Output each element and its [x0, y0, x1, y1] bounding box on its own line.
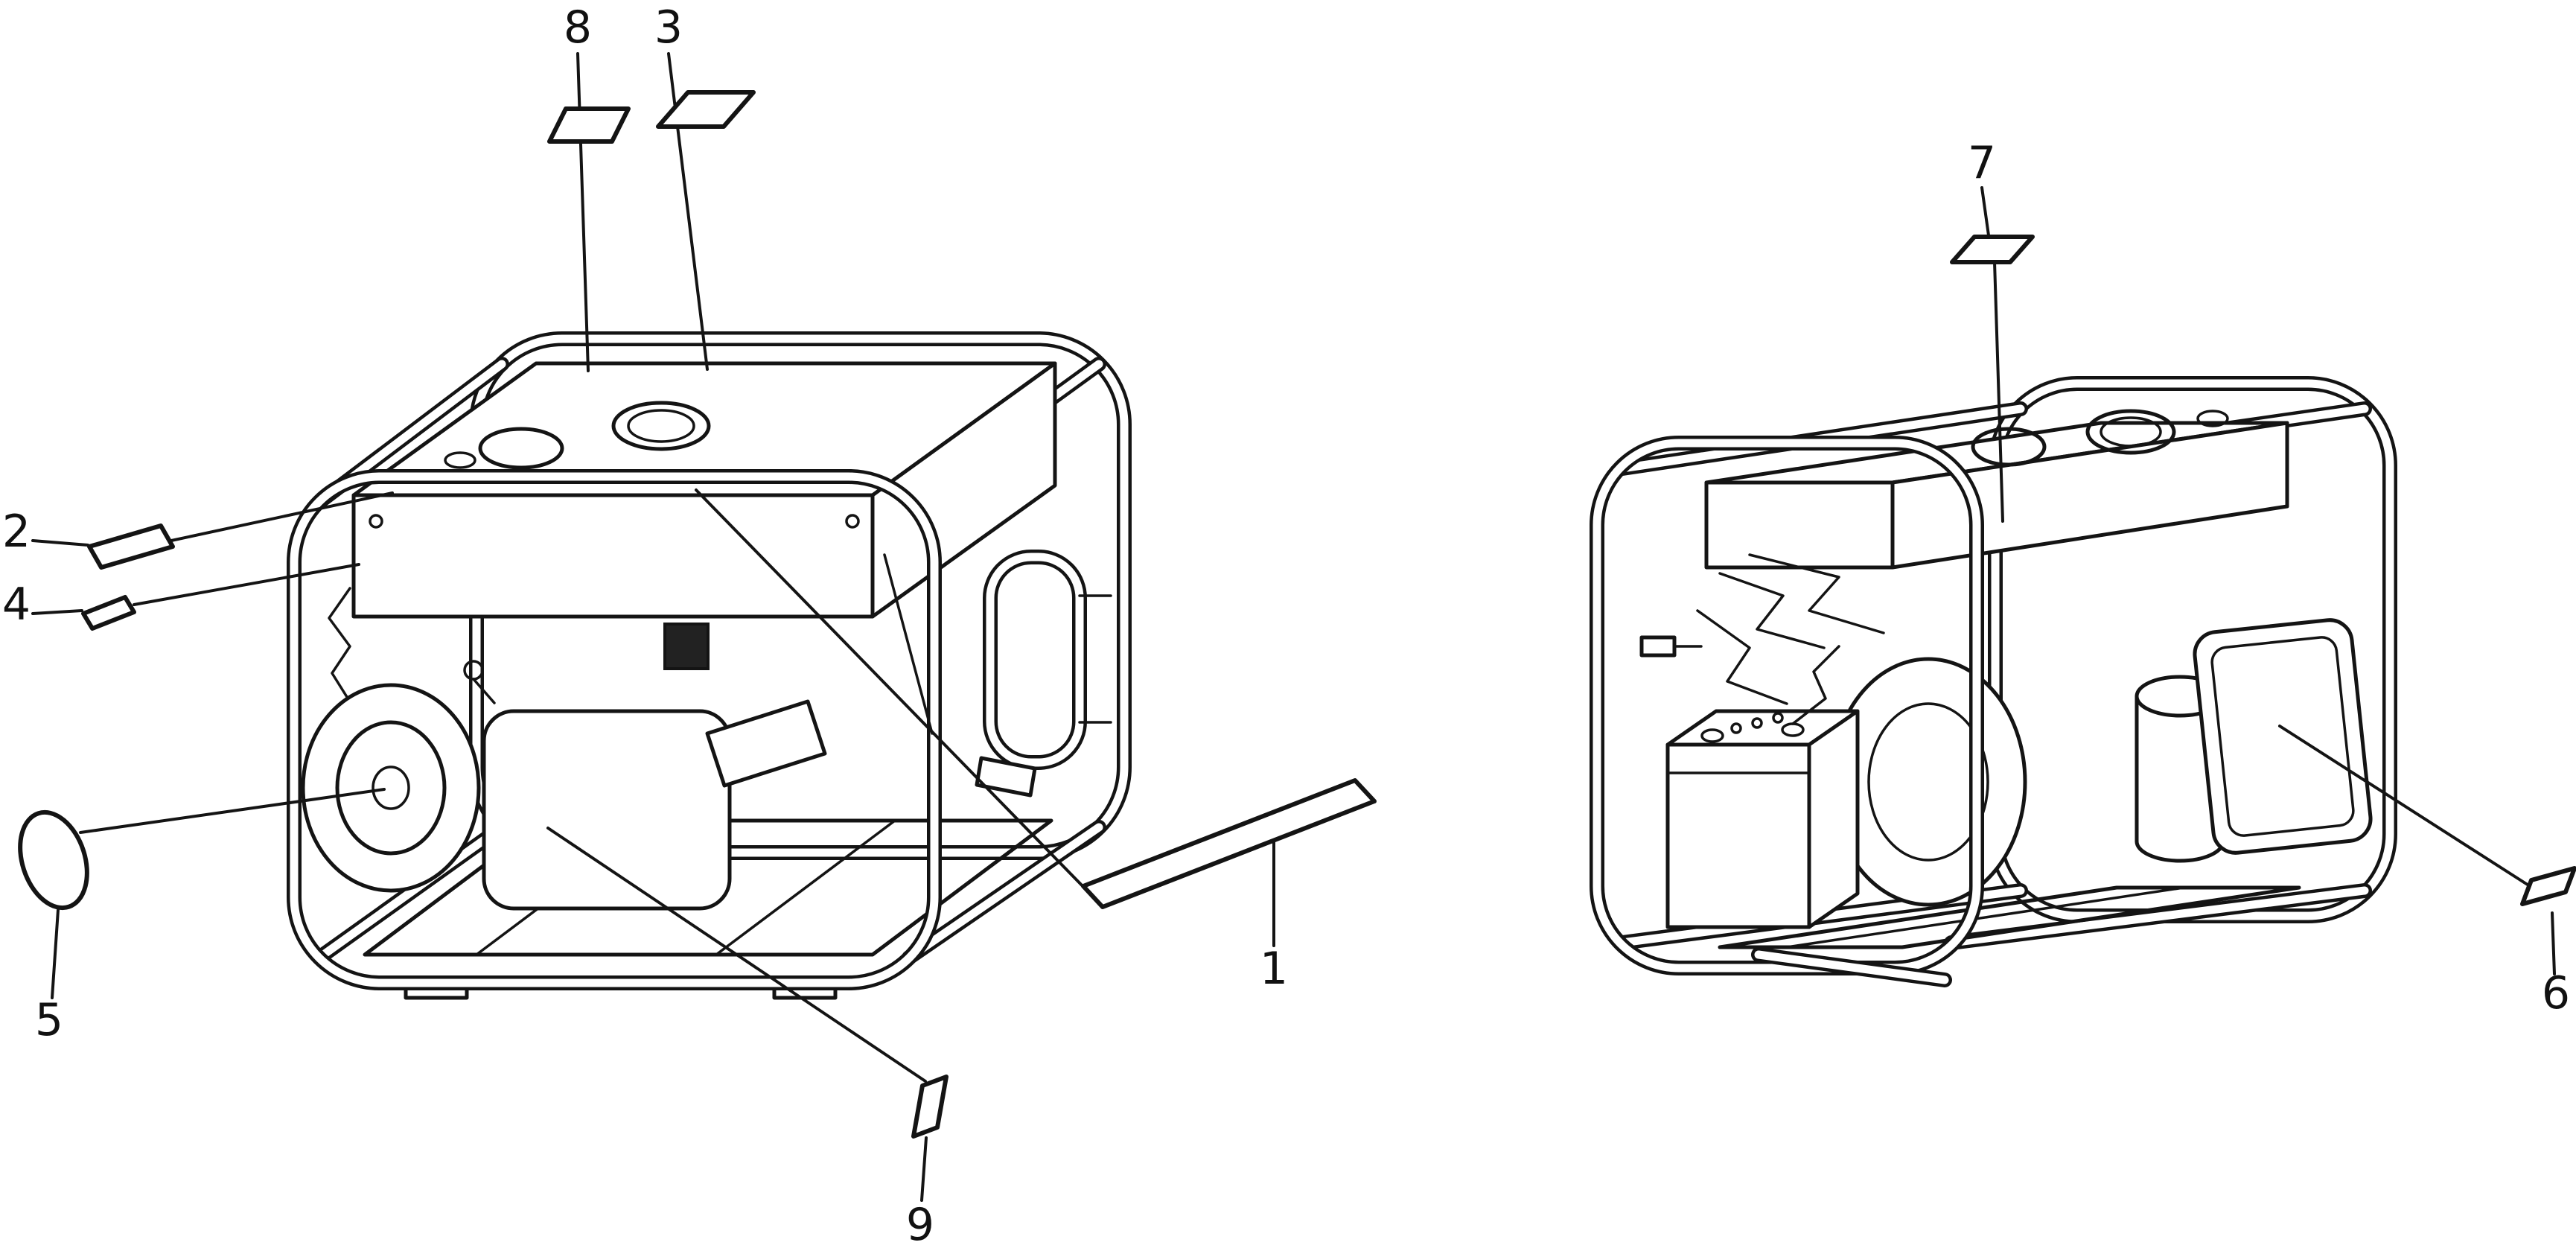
tank-vent-cap — [2196, 410, 2229, 427]
oil-filler-cap — [478, 427, 564, 470]
callout-line-9 — [546, 827, 927, 1083]
callout-number-2: 2 — [2, 506, 31, 558]
callout-number-9: 9 — [906, 1199, 934, 1251]
battery — [1665, 645, 1860, 929]
crankcase — [482, 709, 732, 911]
cylinder-head — [705, 699, 827, 788]
callout-number-6: 6 — [2542, 967, 2570, 1019]
frame-front-hoop — [287, 469, 942, 990]
battery-terminal-left — [1700, 728, 1724, 743]
callout-9: 9 — [546, 827, 949, 1251]
wiring-harness — [1696, 553, 1885, 705]
fuel-tank — [351, 361, 1057, 619]
lower-cross-tube — [1751, 947, 1952, 987]
callout-7: 7 — [1950, 137, 2035, 523]
fuel-tank — [1704, 409, 2289, 570]
fan-housing — [1829, 657, 2027, 907]
fuel-filler-cap — [611, 401, 711, 451]
callout-number-7: 7 — [1968, 137, 1996, 189]
tank-screw-right — [845, 514, 860, 529]
part-label-6 — [2520, 866, 2576, 906]
side-handle — [983, 550, 1112, 770]
part-label-8 — [547, 106, 631, 144]
part-label-1 — [1081, 778, 1377, 909]
exhaust-outlet — [975, 756, 1037, 798]
part-label-2 — [87, 523, 175, 570]
starter-grip — [1639, 635, 1703, 658]
part-label-4 — [81, 595, 136, 631]
tank-screw-left — [369, 514, 383, 529]
callout-line-7 — [1993, 261, 2004, 523]
callout-number-8: 8 — [564, 1, 592, 54]
callout-4: 4 — [2, 563, 360, 631]
spark-plug-wire — [328, 587, 351, 698]
part-label-3 — [656, 90, 756, 129]
callout-line-1 — [695, 488, 1090, 894]
base-skid — [1718, 885, 2301, 949]
tank-vent-cap — [444, 451, 476, 469]
callout-line-6 — [2278, 725, 2531, 888]
callout-line-4 — [133, 563, 360, 606]
battery-cable — [1791, 645, 1840, 725]
callout-2: 2 — [2, 491, 394, 570]
callout-6: 6 — [2278, 725, 2576, 1019]
callout-number-1: 1 — [1260, 943, 1288, 995]
callout-line-2 — [170, 491, 394, 542]
callout-3: 3 — [654, 1, 756, 371]
engine-assembly — [301, 553, 934, 911]
part-label-7 — [1950, 235, 2035, 264]
left-generator-view — [287, 331, 1132, 1000]
callout-8: 8 — [547, 1, 631, 372]
callout-line-5 — [79, 788, 386, 834]
callout-1: 1 — [695, 488, 1377, 995]
recoil-starter-hub — [372, 765, 410, 810]
callout-line-8 — [576, 52, 590, 372]
part-label-9 — [911, 1075, 949, 1139]
frame-front-hoop — [1590, 436, 1984, 975]
part-label-5 — [18, 809, 89, 911]
callout-5: 5 — [18, 788, 386, 1046]
recoil-starter-housing — [301, 683, 481, 893]
callout-number-5: 5 — [35, 994, 63, 1046]
control-rod — [883, 553, 934, 735]
air-filter-block — [663, 623, 710, 670]
control-panel — [2193, 618, 2373, 855]
callout-number-3: 3 — [654, 1, 683, 54]
fuel-filler-cap — [2085, 409, 2176, 455]
callout-number-4: 4 — [2, 579, 31, 631]
right-generator-view — [1590, 376, 2397, 987]
oil-filler-cap — [1971, 427, 2047, 467]
